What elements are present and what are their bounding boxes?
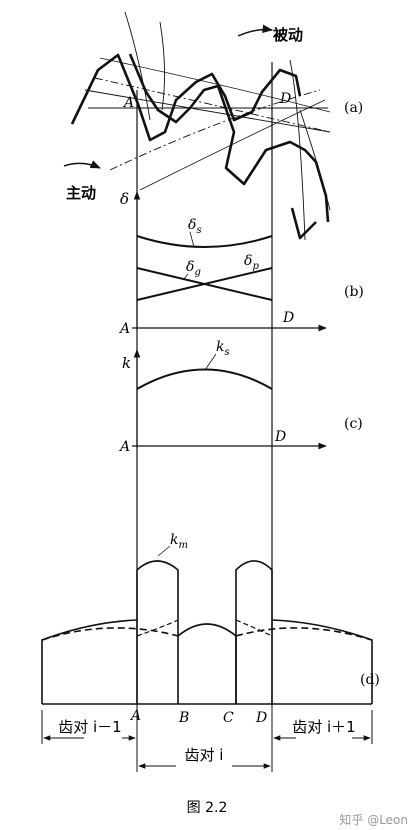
watermark: 知乎 @Leon [339,813,408,827]
label-delta-p: δp [244,253,259,272]
panel-a-point-D: D [279,91,291,107]
label-delta-s: δs [188,217,202,236]
pair-cur-label: 齿对 i [185,746,224,764]
pitch-circle-driven [94,77,331,133]
label-delta-g: δg [186,259,201,278]
panel-a-label: (a) [344,100,363,116]
leader-delta-s [189,231,195,248]
curve-delta-s [136,235,273,248]
panel-b-label: (b) [344,284,364,300]
stiffness-peak-AB [136,560,179,704]
panel-b-point-D: D [282,310,294,326]
curve-k-s [136,368,273,390]
stiffness-dashed-A-side [136,619,179,637]
driving-gear-tooth-2 [290,207,317,240]
pair-prev-label: 齿对 i－1 [58,718,121,736]
panel-b-point-A: A [118,321,130,337]
figure-caption: 图 2.2 [187,800,228,816]
panel-c-point-A: A [118,439,130,455]
leader-k-s [204,353,217,371]
stiffness-dashed-D-side [235,619,273,637]
driving-rotation-arrow [63,160,101,169]
stiffness-next-dashed [235,627,373,641]
panel-d-point-C: C [223,710,234,726]
addendum-circle-driven [99,57,331,113]
driven-gear-label: 被动 [273,26,303,44]
panel-c-axis-label: k [122,354,131,372]
panel-d-point-A: A [129,708,141,724]
panel-c-point-D: D [274,429,286,445]
gear-flank-lines [124,11,331,241]
driving-gear-label: 主动 [66,184,96,202]
panel-b-axis-label: δ [120,190,129,208]
stiffness-prev-pair [41,619,138,704]
pitch-circle-driving [109,89,321,171]
panel-d-label: (d) [360,672,380,688]
panel-d-point-B: B [178,710,189,726]
label-k-m: km [170,532,188,551]
panel-a-point-A: A [122,95,134,111]
pair-next-label: 齿对 i＋1 [292,718,355,736]
driving-gear-teeth [128,53,330,223]
tangent-line [84,89,331,133]
driven-rotation-arrow [237,24,274,37]
driven-gear-teeth [70,53,302,142]
stiffness-prev-dashed [41,627,179,641]
stiffness-single-BC [177,623,237,704]
leader-k-m [157,545,171,557]
curve-delta-p [136,267,273,301]
panel-d-point-D: D [255,710,267,726]
stiffness-peak-CD [235,560,273,704]
leader-delta-g [182,273,189,281]
stiffness-next-pair [271,619,373,704]
panel-c-label: (c) [344,416,363,432]
label-k-s: ks [216,339,230,358]
panel-a-gears [70,11,331,241]
addendum-circle-driving [139,99,326,191]
